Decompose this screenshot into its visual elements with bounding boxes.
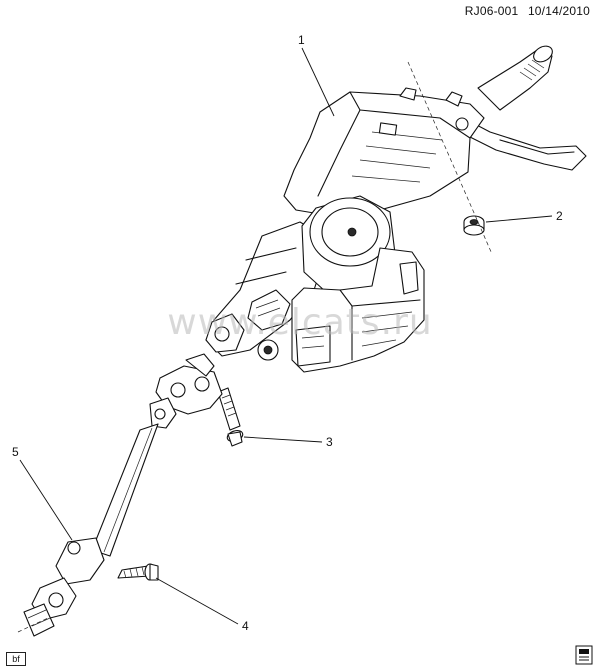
part-2-nut[interactable] bbox=[463, 215, 485, 236]
corner-tag: bf bbox=[6, 652, 26, 666]
part-3-bolt[interactable] bbox=[217, 387, 244, 447]
callout-label-3: 3 bbox=[326, 435, 333, 449]
callout-label-5: 5 bbox=[12, 445, 19, 459]
ref-code: RJ06-001 bbox=[464, 4, 519, 18]
callout-3: 3 bbox=[243, 435, 333, 449]
watermark: www.elcats.ru bbox=[167, 302, 432, 343]
catalog-icon bbox=[575, 645, 593, 665]
callout-label-1: 1 bbox=[298, 33, 305, 47]
callout-1: 1 bbox=[298, 33, 335, 117]
callout-label-4: 4 bbox=[242, 619, 249, 633]
callout-label-2: 2 bbox=[556, 209, 563, 223]
part-5-intermediate-shaft[interactable] bbox=[23, 353, 223, 637]
callout-5: 5 bbox=[12, 445, 73, 541]
part-4-bolt[interactable] bbox=[117, 563, 159, 581]
diagram-header: RJ06-001 10/14/2010 bbox=[459, 4, 590, 18]
callout-4: 4 bbox=[155, 577, 249, 633]
steering-column-assembly[interactable] bbox=[205, 43, 587, 373]
diagram-date: 10/14/2010 bbox=[527, 4, 590, 18]
callout-2: 2 bbox=[485, 209, 563, 223]
